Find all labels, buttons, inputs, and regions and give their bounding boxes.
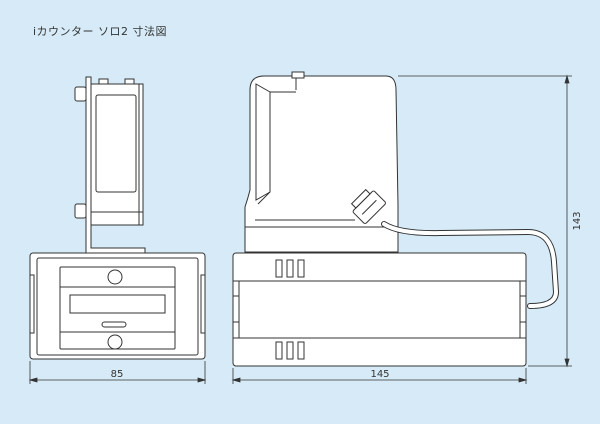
- housing-notch: [291, 71, 305, 79]
- front-slot: [101, 321, 127, 328]
- front-screw-bottom: [107, 334, 123, 350]
- counter-body-inner: [95, 94, 137, 193]
- vent-bottom-2: [286, 341, 294, 360]
- vent-top-3: [297, 259, 305, 278]
- side-view-large: [232, 71, 560, 367]
- dim-label-85: 85: [111, 369, 124, 380]
- side-view-small: [74, 76, 146, 254]
- tab-top-left: [74, 86, 87, 102]
- vent-bottom-3: [297, 341, 305, 360]
- vent-bottom-1: [275, 341, 283, 360]
- vent-top-2: [286, 259, 294, 278]
- drawing-title: iカウンター ソロ2 寸法図: [33, 25, 168, 38]
- front-view: [29, 252, 206, 360]
- dim-label-145: 145: [370, 369, 389, 380]
- front-display: [69, 294, 166, 314]
- dimension-lines: [28, 74, 572, 384]
- dim-label-143: 143: [572, 211, 583, 230]
- front-screw-top: [107, 269, 123, 285]
- vent-top-1: [275, 259, 283, 278]
- tab-bottom-left: [74, 203, 87, 219]
- cable-gland: [350, 188, 386, 224]
